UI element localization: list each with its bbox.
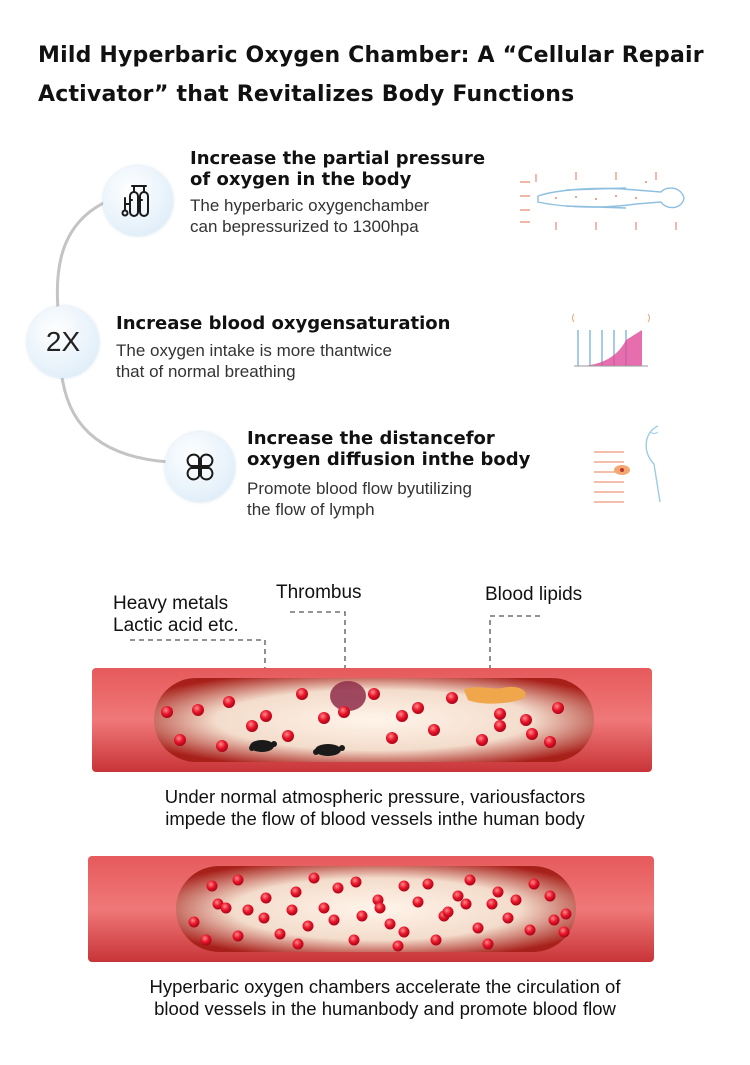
two-x-label: 2X bbox=[45, 326, 81, 357]
normal-blood-vessel bbox=[92, 668, 652, 772]
thrombus bbox=[330, 681, 366, 711]
thrombus-label: Thrombus bbox=[276, 582, 362, 603]
blood-lipid-deposit bbox=[464, 686, 526, 704]
two-x-circle: 2X bbox=[27, 306, 99, 378]
page-title: Mild Hyperbaric Oxygen Chamber: A “Cellu… bbox=[38, 43, 704, 107]
feature-title: Increase the partial pressure of oxygen … bbox=[190, 148, 486, 190]
normal-pressure-caption: Under normal atmospheric pressure, vario… bbox=[164, 786, 586, 829]
feature-oxygen-saturation: Increase blood oxygensaturation The oxyg… bbox=[116, 313, 496, 382]
feature-description: The hyperbaric oxygenchamber can bepress… bbox=[190, 196, 430, 236]
blood-lipids-label: Blood lipids bbox=[485, 584, 583, 605]
oxygen-tank-icon bbox=[121, 185, 149, 217]
feature-oxygen-diffusion: Increase the distancefor oxygen diffusio… bbox=[247, 428, 567, 520]
heavy-metal-deposits bbox=[249, 740, 345, 756]
heavy-metals-label: Heavy metals Lactic acid etc. bbox=[113, 593, 239, 636]
clover-circle bbox=[165, 432, 235, 502]
pressure-chart-illustration bbox=[572, 313, 650, 367]
hyperbaric-blood-vessel bbox=[88, 856, 654, 962]
feature-description: Promote blood flow byutilizing the flow … bbox=[247, 479, 472, 519]
hyperbaric-caption: Hyperbaric oxygen chambers accelerate th… bbox=[149, 976, 621, 1019]
feature-title: Increase the distancefor oxygen diffusio… bbox=[247, 428, 531, 470]
clover-icon bbox=[186, 453, 214, 481]
feature-title: Increase blood oxygensaturation bbox=[116, 313, 451, 334]
lymph-illustration bbox=[594, 425, 661, 503]
oxygen-tank-circle bbox=[103, 166, 173, 236]
body-pressure-illustration bbox=[520, 172, 685, 230]
feature-description: The oxygen intake is more thantwice that… bbox=[116, 341, 392, 381]
feature-partial-pressure: Increase the partial pressure of oxygen … bbox=[190, 148, 510, 237]
